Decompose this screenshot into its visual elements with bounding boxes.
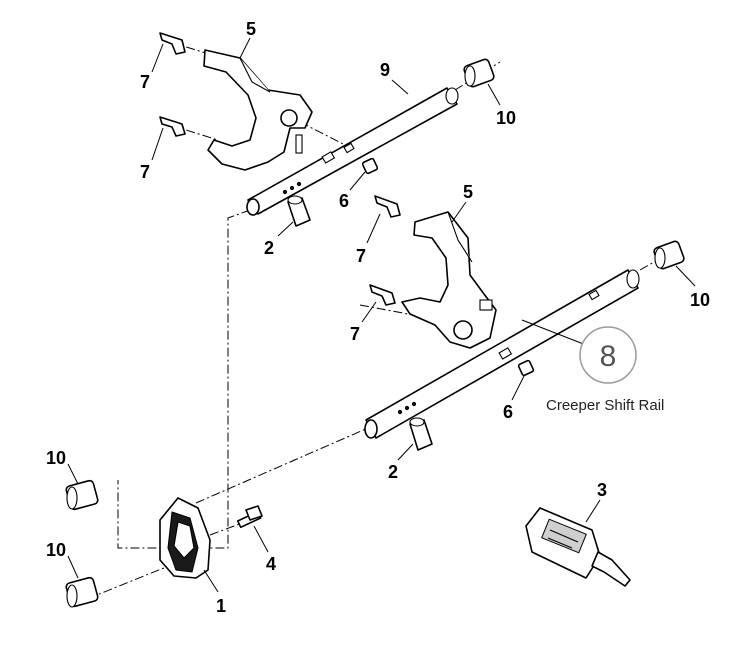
- callout-6-upper: 6: [339, 191, 349, 211]
- callout-2-upper: 2: [264, 238, 274, 258]
- bushing-10-upper-right: [463, 58, 495, 88]
- bushing-10-left-upper: [65, 479, 99, 511]
- callout-5-lower: 5: [463, 182, 473, 202]
- fork-pad-7-a: [159, 32, 186, 55]
- callout-2-lower: 2: [388, 462, 398, 482]
- rail-housing-1: [159, 497, 211, 579]
- callout-10-upper-right: 10: [496, 108, 516, 128]
- callout-7-d: 7: [350, 324, 360, 344]
- shift-fork-lower: [401, 211, 497, 349]
- fork-pad-7-d: [369, 284, 396, 306]
- callout-9: 9: [380, 60, 390, 80]
- bolt-4: [236, 505, 263, 529]
- callout-7-b: 7: [140, 162, 150, 182]
- callout-5-upper: 5: [246, 19, 256, 39]
- shift-fork-upper: [203, 49, 313, 171]
- callout-6-lower: 6: [503, 402, 513, 422]
- highlight-badge: 8: [579, 326, 637, 384]
- callout-10-left-upper: 10: [46, 448, 66, 468]
- leader-lines: [67, 37, 696, 593]
- bushing-10-left-lower: [65, 576, 99, 608]
- callout-4: 4: [266, 554, 276, 574]
- callout-7-a: 7: [140, 72, 150, 92]
- callout-3: 3: [597, 480, 607, 500]
- creeper-shift-rail: [364, 269, 640, 439]
- callout-7-c: 7: [356, 246, 366, 266]
- highlight-caption: Creeper Shift Rail: [546, 397, 664, 414]
- fork-pad-7-c: [374, 195, 401, 218]
- bushing-10-middle-right: [653, 240, 685, 270]
- interlock-pin-6-upper: [361, 157, 379, 175]
- shift-rail-9: [246, 87, 459, 216]
- interlock-pin-6-lower: [517, 359, 535, 377]
- callout-10-left-lower: 10: [46, 540, 66, 560]
- callout-labels: 5 7 7 9 10 6 2 5 7 7 10 6 2 10 10 4 1 3: [46, 19, 710, 616]
- fork-pad-7-b: [159, 116, 186, 137]
- callout-1: 1: [216, 596, 226, 616]
- highlight-badge-circle: [579, 326, 637, 384]
- highlight-badge-number: 8: [600, 340, 617, 373]
- callout-10-middle-right: 10: [690, 290, 710, 310]
- detent-plug-2-upper: [287, 195, 311, 227]
- detent-plug-2-lower: [409, 417, 433, 451]
- grease-tube-3: [525, 507, 631, 587]
